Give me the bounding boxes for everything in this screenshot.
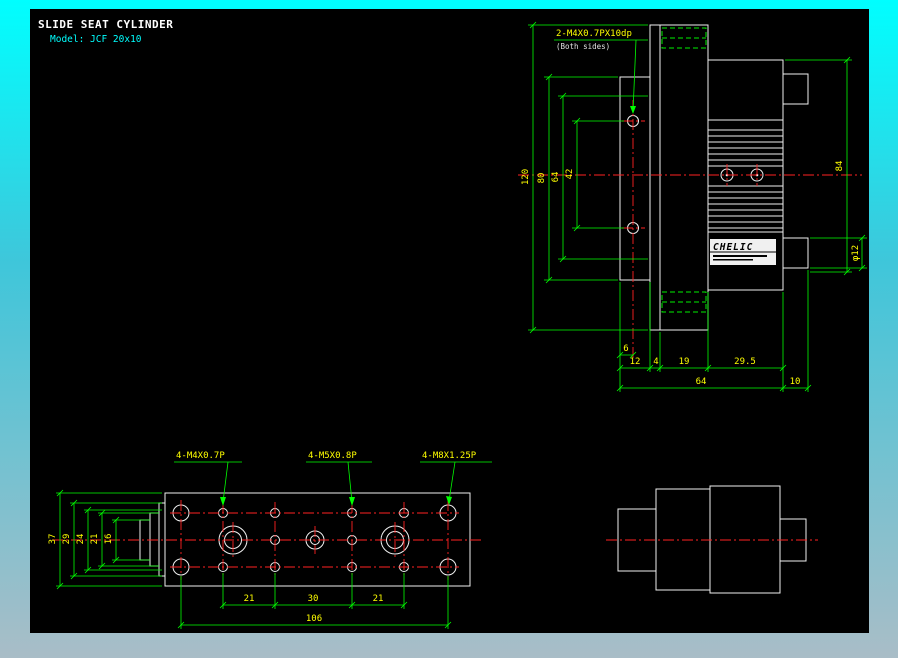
dim-overall-height: 120 [521,169,531,185]
bottom-extension-lines [619,270,809,392]
body-fins [708,119,783,233]
chelic-logo-plate: CHELIC [710,239,776,265]
dim-length-106: 106 [306,614,322,624]
callout-m5: 4-M5X0.8P [308,451,357,461]
dim-hole-offset: 6 [623,344,628,354]
chelic-logo-text: CHELIC [713,242,753,253]
callout-arrow-m4 [220,497,226,506]
logo-fineprint-2 [713,259,753,261]
dim-seg-d: 29.5 [734,357,756,367]
callout-leader-lines [174,461,492,503]
plan-centerlines [52,500,482,580]
dim-width-29: 29 [62,534,72,545]
dim-width-21: 21 [90,534,100,545]
callout-m8: 4-M8X1.25P [422,451,477,461]
thread-callout-group: 2-M4X0.7PX10dp (Both sides) [554,29,648,114]
dim-seg-a: 12 [630,357,641,367]
rod-stub-bottom [782,237,809,269]
plan-view-dimensions: 37 29 24 21 16 21 30 21 106 [48,492,449,629]
dim-width-16: 16 [104,534,114,545]
dim-pitch-left: 21 [244,594,255,604]
right-dimension-lines [846,60,863,272]
callout-arrow-m5 [349,497,355,506]
callout-arrow-m8 [446,496,452,505]
logo-fineprint-1 [713,255,767,257]
dim-width-overall: 37 [48,534,58,545]
title-product: SLIDE SEAT CYLINDER [38,18,173,31]
dimension-tick-marks [56,21,866,629]
side-view: CHELIC 120 80 64 42 84 φ12 6 12 4 19 29.… [518,24,867,392]
drawing-canvas [30,9,869,633]
dim-rod-length: 10 [790,377,801,387]
thread-callout-note: (Both sides) [556,42,610,51]
rod-stub-top [782,73,809,105]
dim-hole-spacing: 42 [565,169,575,180]
dim-pitch-right: 21 [373,594,384,604]
hidden-slot-lines [661,27,707,313]
callout-m4: 4-M4X0.7P [176,451,225,461]
left-extension-lines [528,24,648,331]
left-dimension-lines [532,25,578,330]
side-centerlines [518,100,862,358]
thread-callout: 2-M4X0.7PX10dp [556,29,632,39]
title-model: Model: JCF 20x10 [50,34,142,45]
thread-leader-line [554,39,648,113]
end-view [606,485,818,594]
slide-body-outline [619,76,651,281]
dim-right-height: 84 [835,161,845,172]
plan-callouts: 4-M4X0.7P 4-M5X0.8P 4-M8X1.25P [174,451,492,506]
thread-leader-arrow [630,106,636,114]
dim-seg-b: 4 [653,357,658,367]
plan-extension-lines [56,492,449,629]
plan-dimension-lines [59,493,448,626]
dim-rod-diameter: φ12 [851,245,861,261]
bottom-dimension-lines [620,354,808,389]
dim-pitch-center: 30 [308,594,319,604]
right-extension-lines [785,59,867,273]
dim-width-24: 24 [76,534,86,545]
dim-slot-height: 64 [551,172,561,183]
dim-overall-width: 64 [696,377,707,387]
dim-seg-c: 19 [679,357,690,367]
dim-body-height: 80 [537,173,547,184]
title-block: SLIDE SEAT CYLINDER Model: JCF 20x10 [38,18,173,45]
side-view-dimensions: 120 80 64 42 84 φ12 6 12 4 19 29.5 64 10 [521,24,867,392]
plan-view: 37 29 24 21 16 21 30 21 106 4-M4X0.7P 4-… [48,451,492,629]
